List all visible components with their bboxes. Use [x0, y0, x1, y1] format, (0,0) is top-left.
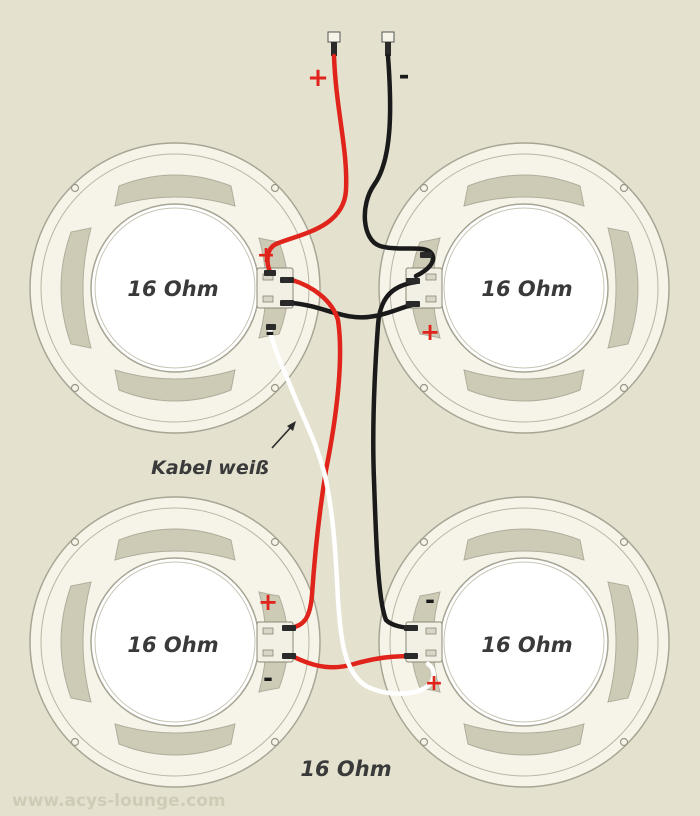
- speaker-bottom-left-minus: -: [263, 664, 273, 692]
- speaker-bottom-right-label: 16 Ohm: [481, 633, 572, 657]
- input-minus-sign: -: [399, 61, 410, 91]
- speaker-bottom-left-label: 16 Ohm: [127, 633, 218, 657]
- input-plus-sign: +: [307, 63, 329, 93]
- black-bridge-wire: [289, 300, 419, 320]
- watermark: www.acys-lounge.com: [12, 791, 226, 811]
- total-impedance-label: 16 Ohm: [300, 757, 391, 781]
- annotation-arrow: [271, 421, 296, 449]
- black-input-wire: [362, 53, 436, 279]
- input-minus-terminal: [381, 31, 395, 56]
- speaker-bottom-left-plus: +: [258, 588, 278, 616]
- speaker-top-right-plus: +: [420, 318, 440, 346]
- red-series-wire-left: [287, 277, 343, 631]
- speaker-bottom-right-plus: +: [425, 671, 443, 696]
- red-bottom-wire: [289, 653, 417, 670]
- white-cable: [267, 327, 436, 696]
- red-input-wire: [265, 53, 349, 275]
- speaker-top-right-label: 16 Ohm: [481, 277, 572, 301]
- white-cable-label: Kabel weiß: [151, 457, 269, 479]
- input-plus-terminal: [327, 31, 341, 56]
- speaker-top-left-label: 16 Ohm: [127, 277, 218, 301]
- speaker-top-left-minus: -: [265, 321, 274, 346]
- black-series-wire-right: [370, 279, 419, 631]
- speaker-bottom-right-minus: -: [425, 586, 435, 614]
- speaker-top-left-plus: +: [257, 243, 275, 268]
